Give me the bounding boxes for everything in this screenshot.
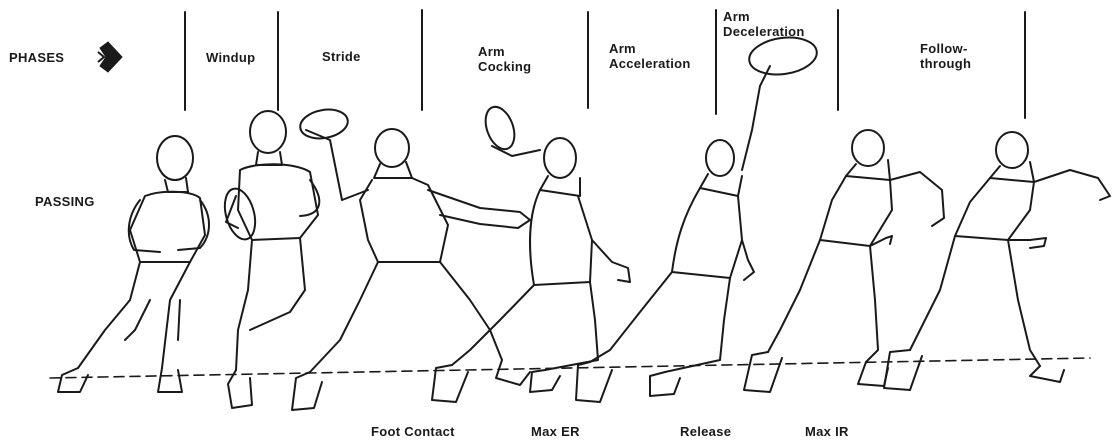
phase-label-arm-acceleration: Arm Acceleration [609,41,691,71]
figure-arm-deceleration [744,130,944,392]
figure-arm-acceleration [576,33,819,402]
figure-arm-cocking [432,103,630,402]
phase-divider-lines [185,10,1025,118]
right-arrow-icon [98,42,122,72]
activity-label-passing: PASSING [35,194,95,209]
phase-label-windup: Windup [206,50,255,65]
figure-stepping [220,111,320,408]
figure-follow-through [884,132,1110,390]
phases-label: PHASES [9,50,64,65]
event-label-foot-contact: Foot Contact [371,424,455,439]
phase-label-follow-through: Follow- through [920,41,971,71]
event-label-max-ir: Max IR [805,424,849,439]
ground-line [50,358,1090,378]
phase-label-arm-deceleration: Arm Deceleration [723,9,805,39]
phase-label-stride: Stride [322,49,361,64]
phase-label-arm-cocking: Arm Cocking [478,44,531,74]
event-label-max-er: Max ER [531,424,580,439]
event-label-release: Release [680,424,731,439]
figure-windup-stance [58,136,209,392]
figure-stride [292,106,530,410]
